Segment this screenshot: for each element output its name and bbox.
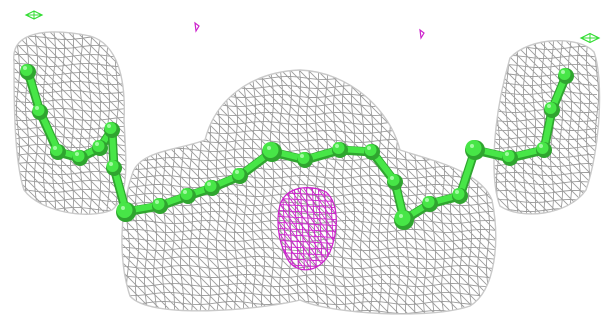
atom xyxy=(152,198,165,210)
atom-highlight xyxy=(235,170,239,174)
atom xyxy=(116,202,133,218)
mesh-outline-1 xyxy=(121,69,497,315)
atom-highlight xyxy=(561,70,565,74)
atom xyxy=(452,188,465,200)
atom xyxy=(204,180,217,192)
atom xyxy=(502,150,515,162)
magenta-density-speck xyxy=(419,28,425,40)
atom xyxy=(32,104,45,116)
ligand-atoms xyxy=(20,64,574,230)
atom xyxy=(104,122,117,134)
atom xyxy=(422,196,435,208)
atom-highlight xyxy=(539,144,543,148)
atom xyxy=(558,68,571,80)
density-fragments xyxy=(24,10,601,44)
atom-highlight xyxy=(23,66,27,70)
atom-highlight xyxy=(35,106,39,110)
atom-highlight xyxy=(267,146,271,150)
mesh-lobe-right xyxy=(494,40,600,214)
atom-highlight xyxy=(399,214,403,218)
atom-highlight xyxy=(505,152,509,156)
atom-highlight xyxy=(335,144,339,148)
green-density-fragment xyxy=(579,32,601,44)
atom-highlight xyxy=(95,142,99,146)
atom xyxy=(465,140,482,156)
electron-density-mesh xyxy=(13,31,601,315)
atom-highlight xyxy=(425,198,429,202)
atom xyxy=(20,64,33,76)
atom xyxy=(232,168,245,180)
atom xyxy=(92,140,105,152)
atom-highlight xyxy=(390,176,394,180)
atom xyxy=(50,144,63,156)
atom xyxy=(180,188,193,200)
mesh-outline-2 xyxy=(493,39,601,215)
atom xyxy=(364,144,377,156)
atom xyxy=(262,142,279,158)
atom-highlight xyxy=(300,154,304,158)
magenta-density-speck xyxy=(194,21,200,33)
atom xyxy=(387,174,400,186)
green-density-fragment xyxy=(24,10,44,20)
atom-highlight xyxy=(367,146,371,150)
atom xyxy=(394,210,411,226)
atom xyxy=(297,152,310,164)
atom-highlight xyxy=(455,190,459,194)
magenta-density-blob xyxy=(277,186,337,271)
atom xyxy=(106,160,119,172)
atom-highlight xyxy=(107,124,111,128)
atom-highlight xyxy=(53,146,57,150)
atom-highlight xyxy=(470,144,474,148)
ligand-ball-and-stick-model xyxy=(20,64,574,230)
atom-highlight xyxy=(207,182,211,186)
atom xyxy=(72,150,85,162)
atom-highlight xyxy=(183,190,187,194)
atom xyxy=(544,102,557,114)
atom-highlight xyxy=(75,152,79,156)
atom-highlight xyxy=(547,104,551,108)
atom-highlight xyxy=(155,200,159,204)
mesh-outline-0 xyxy=(13,31,127,215)
atom-highlight xyxy=(109,162,113,166)
atom xyxy=(332,142,345,154)
atom xyxy=(536,142,549,154)
atom-highlight xyxy=(121,206,125,210)
